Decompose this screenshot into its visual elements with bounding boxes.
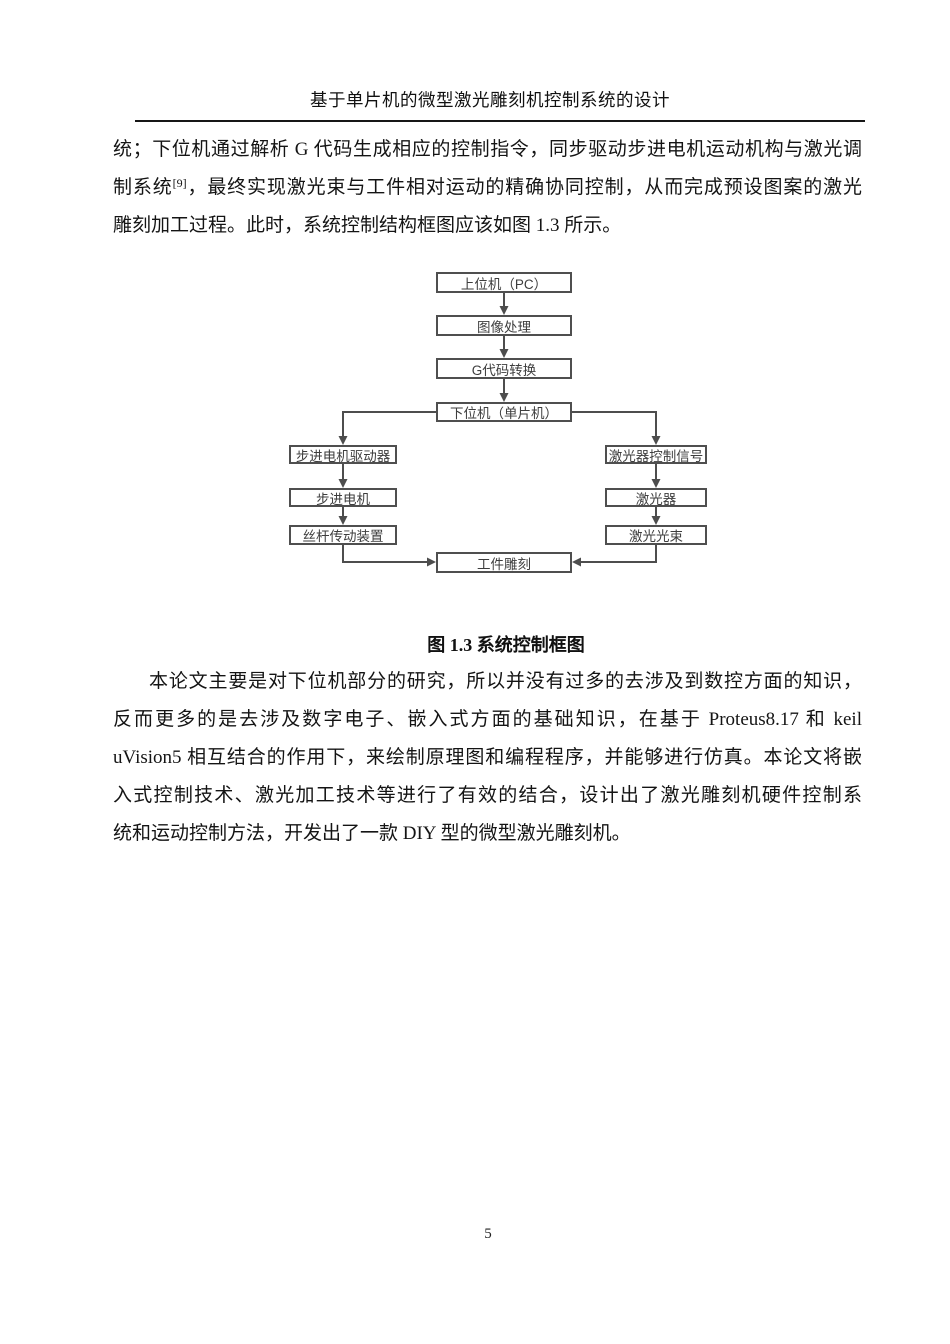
flowchart-node-mcu: 下位机（单片机） (436, 402, 572, 422)
flowchart-node-gcode-conversion: G代码转换 (436, 358, 572, 379)
flowchart-node-stepper-motor: 步进电机 (289, 488, 397, 507)
flowchart-node-image-processing: 图像处理 (436, 315, 572, 336)
flowchart-node-host-pc: 上位机（PC） (436, 272, 572, 293)
text-line: 统；下位机通过解析 G 代码生成相应的控制指令，同步驱动步进电机运动机构与激光调 (113, 139, 862, 160)
text-segment: 制系统 (113, 177, 173, 198)
text-line: 制系统[9]，最终实现激光束与工件相对运动的精确协同控制，从而完成预设图案的激光 (113, 169, 862, 207)
citation-reference: [9] (172, 176, 187, 190)
text-line: 本论文主要是对下位机部分的研究，所以并没有过多的去涉及到数控方面的知识， (149, 671, 862, 692)
header-divider (135, 120, 865, 122)
paragraph-summary: 本论文主要是对下位机部分的研究，所以并没有过多的去涉及到数控方面的知识， 反而更… (113, 663, 862, 853)
flowchart-node-laser-signal: 激光器控制信号 (605, 445, 707, 464)
figure-caption: 图 1.3 系统控制框图 (427, 635, 585, 655)
flowchart-node-laser-beam: 激光光束 (605, 525, 707, 545)
page-number: 5 (484, 1226, 492, 1242)
flowchart-node-laser: 激光器 (605, 488, 707, 507)
page-header-title: 基于单片机的微型激光雕刻机控制系统的设计 (310, 90, 670, 110)
text-segment: ，最终实现激光束与工件相对运动的精确协同控制，从而完成预设图案的激光 (186, 177, 862, 198)
text-line: 统和运动控制方法，开发出了一款 DIY 型的微型激光雕刻机。 (113, 823, 631, 844)
flowchart-node-workpiece-engrave: 工件雕刻 (436, 552, 572, 573)
paragraph-intro: 统；下位机通过解析 G 代码生成相应的控制指令，同步驱动步进电机运动机构与激光调… (113, 131, 862, 245)
system-control-flowchart: 上位机（PC） 图像处理 G代码转换 下位机（单片机） 步进电机驱动器 步进电机… (0, 0, 950, 620)
flowchart-node-screw-drive: 丝杆传动装置 (289, 525, 397, 545)
flowchart-node-stepper-driver: 步进电机驱动器 (289, 445, 397, 464)
text-line: 入式控制技术、激光加工技术等进行了有效的结合，设计出了激光雕刻机硬件控制系 (113, 785, 862, 806)
text-line: 反而更多的是去涉及数字电子、嵌入式方面的基础知识，在基于 Proteus8.17… (113, 709, 862, 730)
flowchart-arrows (338, 293, 661, 567)
text-line: 雕刻加工过程。此时，系统控制结构框图应该如图 1.3 所示。 (113, 215, 622, 236)
text-line: uVision5 相互结合的作用下，来绘制原理图和编程程序，并能够进行仿真。本论… (113, 747, 862, 768)
